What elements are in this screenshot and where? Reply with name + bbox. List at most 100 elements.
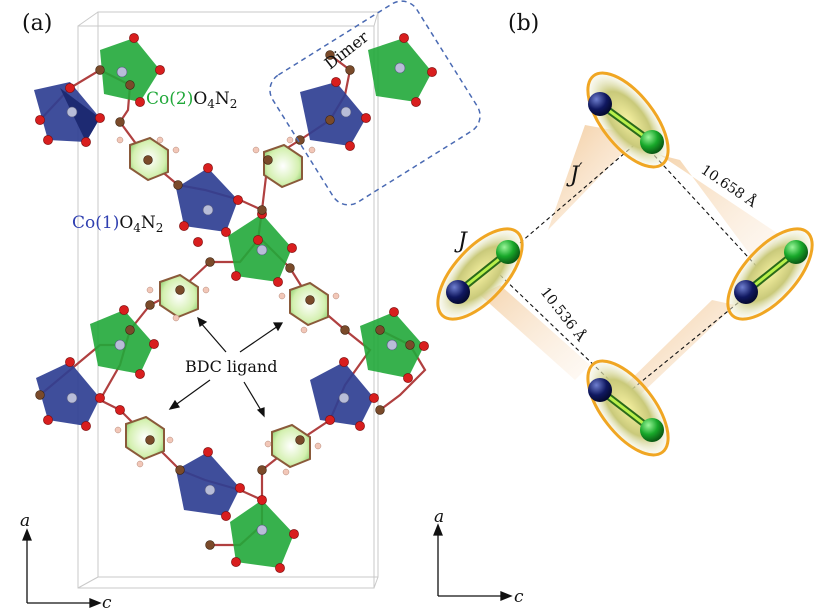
coupling-jprime-label: J′: [566, 159, 583, 188]
coupling-j-label: J: [454, 229, 468, 254]
co2-label: Co(2)O4N2: [146, 89, 237, 111]
oxygen-atom: [203, 163, 213, 173]
carbon-atom: [115, 117, 125, 127]
co1-sphere: [734, 280, 758, 304]
hydrogen-atom: [202, 286, 210, 294]
hydrogen-atom: [116, 136, 124, 144]
carbon-atom: [345, 65, 355, 75]
carbon-atom: [143, 155, 153, 165]
oxygen-atom: [135, 369, 145, 379]
co1-label: Co(1)O4N2: [72, 213, 163, 235]
oxygen-atom: [235, 483, 245, 493]
co2-sphere: [640, 130, 664, 154]
carbon-atom: [325, 115, 335, 125]
carbon-atom: [175, 465, 185, 475]
carbon-atom: [35, 390, 45, 400]
cobalt-atom: [116, 66, 128, 78]
dimer-pair: [586, 71, 670, 169]
oxygen-atom: [43, 415, 53, 425]
dimer-pair: [726, 227, 814, 321]
carbon-atom: [205, 540, 215, 550]
oxygen-atom: [155, 65, 165, 75]
hydrogen-atom: [252, 146, 260, 154]
oxygen-atom: [203, 447, 213, 457]
cobalt-atom: [66, 106, 78, 118]
cobalt-atom: [386, 339, 398, 351]
oxygen-atom: [361, 113, 371, 123]
ligand-arrows: [168, 316, 284, 418]
oxygen-atom: [119, 305, 129, 315]
co1-sphere: [588, 378, 612, 402]
oxygen-atom: [129, 33, 139, 43]
hydrogen-atom: [156, 136, 164, 144]
carbon-atom: [325, 50, 335, 60]
oxygen-atom: [95, 113, 105, 123]
cobalt-atom: [66, 392, 78, 404]
oxygen-atom: [135, 97, 145, 107]
oxygen-atom: [231, 557, 241, 567]
oxygen-atom: [273, 277, 283, 287]
carbon-atom: [173, 180, 183, 190]
carbon-atom: [257, 465, 267, 475]
oxygen-atom: [43, 135, 53, 145]
axis-a-horizontal-label: c: [102, 593, 112, 613]
oxygen-atom: [95, 393, 105, 403]
cobalt-atom: [340, 106, 352, 118]
hydrogen-atom: [114, 426, 122, 434]
carbon-atom: [125, 325, 135, 335]
oxygen-atom: [419, 341, 429, 351]
bdc-ligand-label: BDC ligand: [185, 357, 277, 376]
carbon-atom: [145, 435, 155, 445]
axes-b: [433, 523, 513, 601]
carbon-atom: [125, 80, 135, 90]
cobalt-atom: [114, 339, 126, 351]
dimer-pair: [586, 359, 670, 457]
oxygen-atom: [289, 529, 299, 539]
carbon-atom: [285, 263, 295, 273]
carbon-atom: [405, 340, 415, 350]
co1-sphere: [588, 92, 612, 116]
dimer-pairs: [436, 71, 814, 457]
hydrogen-atom: [172, 314, 180, 322]
carbon-atom: [95, 65, 105, 75]
oxygen-atom: [369, 393, 379, 403]
co1-octahedra: [34, 82, 374, 516]
hydrogen-atom: [136, 460, 144, 468]
hydrogen-atom: [172, 146, 180, 154]
cobalt-atom: [256, 244, 268, 256]
co1-sphere: [446, 280, 470, 304]
oxygen-atom: [193, 237, 203, 247]
cobalt-atom: [256, 524, 268, 536]
co2-sphere: [496, 240, 520, 264]
hydrogen-atom: [314, 442, 322, 450]
oxygen-atom: [253, 235, 263, 245]
carbon-atom: [205, 257, 215, 267]
panel-a-label: (a): [22, 11, 52, 36]
cobalt-atom: [394, 62, 406, 74]
carbon-atom: [295, 135, 305, 145]
axis-b-horizontal-label: c: [514, 587, 524, 607]
oxygen-atom: [399, 33, 409, 43]
axes-a: [22, 528, 102, 608]
carbon-atom: [145, 300, 155, 310]
oxygen-atom: [65, 357, 75, 367]
atoms: [35, 33, 437, 573]
oxygen-atom: [275, 563, 285, 573]
panel-b: (b) J J′ 10.658 Å 10.536 Å a: [433, 11, 814, 607]
cobalt-atom: [202, 204, 214, 216]
oxygen-atom: [345, 141, 355, 151]
oxygen-atom: [65, 83, 75, 93]
hydrogen-atom: [286, 136, 294, 144]
dimer-box: [269, 0, 481, 206]
co2-sphere: [784, 240, 808, 264]
oxygen-atom: [427, 67, 437, 77]
axis-a-vertical-label: a: [20, 511, 30, 531]
hydrogen-atom: [282, 468, 290, 476]
oxygen-atom: [231, 271, 241, 281]
oxygen-atom: [233, 195, 243, 205]
oxygen-atom: [35, 115, 45, 125]
carbon-atom: [263, 155, 273, 165]
oxygen-atom: [331, 77, 341, 87]
panel-b-label: (b): [508, 11, 539, 36]
hydrogen-atom: [146, 286, 154, 294]
